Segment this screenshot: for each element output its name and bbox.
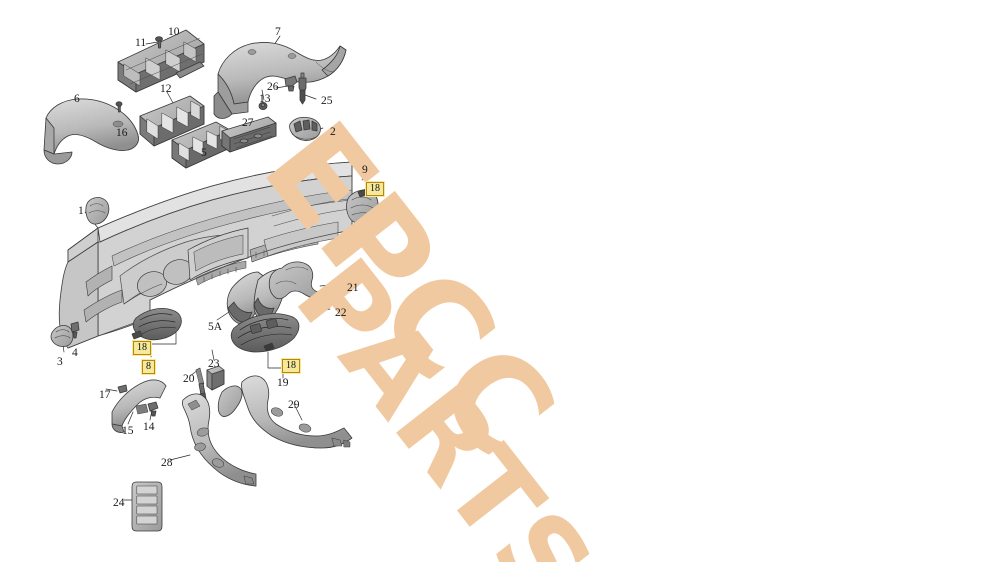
- callout-18: 18: [282, 359, 300, 373]
- callout-28: 28: [161, 457, 173, 469]
- part-24-filter: [131, 481, 163, 532]
- part-23-module: [206, 365, 225, 391]
- callout-24: 24: [113, 497, 125, 509]
- part-9-side-vent: [346, 188, 379, 224]
- part-16-clip: [115, 101, 123, 113]
- part-7-air-duct: [213, 42, 347, 119]
- part-12-vent-grille: [139, 95, 205, 147]
- callout-5: 5: [201, 147, 207, 159]
- callout-2: 2: [330, 126, 336, 138]
- part-1-end-cap: [85, 197, 110, 225]
- callout-23: 23: [208, 358, 220, 370]
- callout-8: 8: [142, 360, 155, 374]
- part-4-bracket: [70, 321, 80, 339]
- part-22-clip: [305, 301, 318, 318]
- callout-1: 1: [78, 205, 84, 217]
- callout-29: 29: [288, 399, 300, 411]
- callout-14: 14: [143, 421, 155, 433]
- callout-18: 18: [133, 341, 151, 355]
- callout-22: 22: [335, 307, 347, 319]
- callout-21: 21: [347, 282, 359, 294]
- part-27-vent-strip: [221, 116, 277, 153]
- callout-13: 13: [259, 93, 271, 105]
- part-19-rear-vent: [230, 313, 300, 353]
- part-15-lower-duct: [111, 379, 167, 433]
- part-2-corner-vent: [289, 116, 321, 141]
- part-5-vent-grille: [171, 121, 231, 169]
- callout-9: 9: [362, 164, 368, 176]
- callout-27: 27: [242, 117, 254, 129]
- part-29-footwell-duct: [241, 375, 353, 449]
- callout-15: 15: [122, 425, 134, 437]
- callout-5a: 5A: [208, 321, 223, 333]
- callout-26: 26: [267, 81, 279, 93]
- callout-17: 17: [99, 389, 111, 401]
- callout-6: 6: [74, 93, 80, 105]
- part-14-clip: [147, 401, 159, 417]
- part-25-sensor: [298, 72, 307, 105]
- callout-19: 19: [277, 377, 289, 389]
- callout-11: 11: [135, 37, 147, 49]
- callout-10: 10: [168, 26, 180, 38]
- callout-18: 18: [366, 182, 384, 196]
- callout-20: 20: [183, 373, 195, 385]
- callout-4: 4: [72, 347, 78, 359]
- callout-16: 16: [116, 127, 128, 139]
- main-instrument-panel: [58, 161, 353, 349]
- part-17-clip: [117, 384, 128, 394]
- part-28-footwell-duct: [181, 393, 257, 487]
- callout-12: 12: [160, 83, 172, 95]
- part-6-air-duct: [43, 98, 139, 165]
- part-21-angled-duct: [268, 261, 329, 303]
- part-26-bracket: [284, 75, 298, 92]
- callout-7: 7: [275, 26, 281, 38]
- part-8-console-vent: [131, 308, 182, 341]
- part-13-grommet: [258, 102, 268, 111]
- part-10-vent-grille: [117, 29, 205, 93]
- callout-25: 25: [321, 95, 333, 107]
- part-3-round-vent: [50, 325, 74, 347]
- part-unlabeled-duct: [217, 385, 243, 417]
- callout-3: 3: [57, 356, 63, 368]
- part-11-clip: [155, 36, 163, 49]
